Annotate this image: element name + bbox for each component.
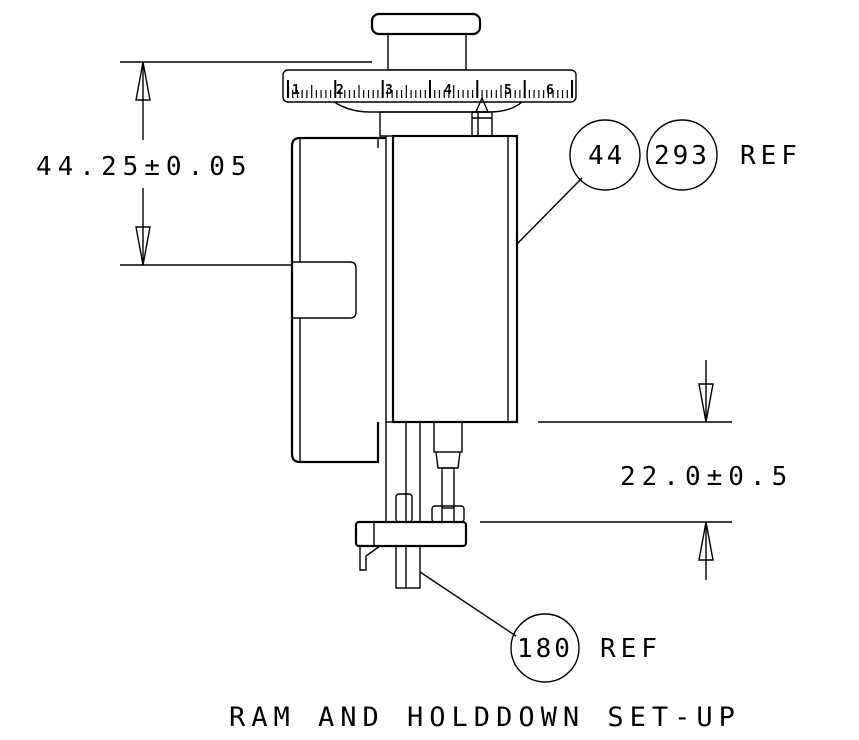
dimension-upper: 44.25±0.05 bbox=[36, 61, 372, 266]
dimension-lower: 22.0±0.5 bbox=[480, 360, 793, 580]
dimension-upper-text: 44.25±0.05 bbox=[36, 152, 253, 182]
balloon-44: 44 bbox=[588, 141, 625, 171]
ref-label-top: REF bbox=[740, 141, 802, 171]
left-bracket bbox=[290, 136, 386, 464]
dial-number-6: 6 bbox=[546, 83, 554, 98]
dial-number-4: 4 bbox=[444, 83, 452, 98]
holddown-assembly bbox=[354, 421, 468, 589]
balloon-180: 180 bbox=[517, 634, 573, 664]
dimension-lower-text: 22.0±0.5 bbox=[620, 462, 793, 492]
drawing-title: RAM AND HOLDDOWN SET-UP bbox=[229, 702, 741, 733]
dial-number-3: 3 bbox=[385, 83, 393, 98]
balloon-293: 293 bbox=[654, 141, 710, 171]
dial-ring: 1 2 3 4 5 6 bbox=[282, 69, 577, 113]
dial-number-1: 1 bbox=[292, 83, 300, 98]
ref-label-bottom: REF bbox=[600, 634, 662, 664]
balloon-group-top: 44 293 REF bbox=[516, 119, 802, 245]
dial-number-2: 2 bbox=[336, 83, 344, 98]
ram-body bbox=[379, 111, 519, 424]
dial-ticks bbox=[287, 80, 573, 98]
top-knob bbox=[370, 12, 482, 71]
dial-number-5: 5 bbox=[504, 83, 512, 98]
balloon-group-bottom: 180 REF bbox=[419, 571, 662, 683]
